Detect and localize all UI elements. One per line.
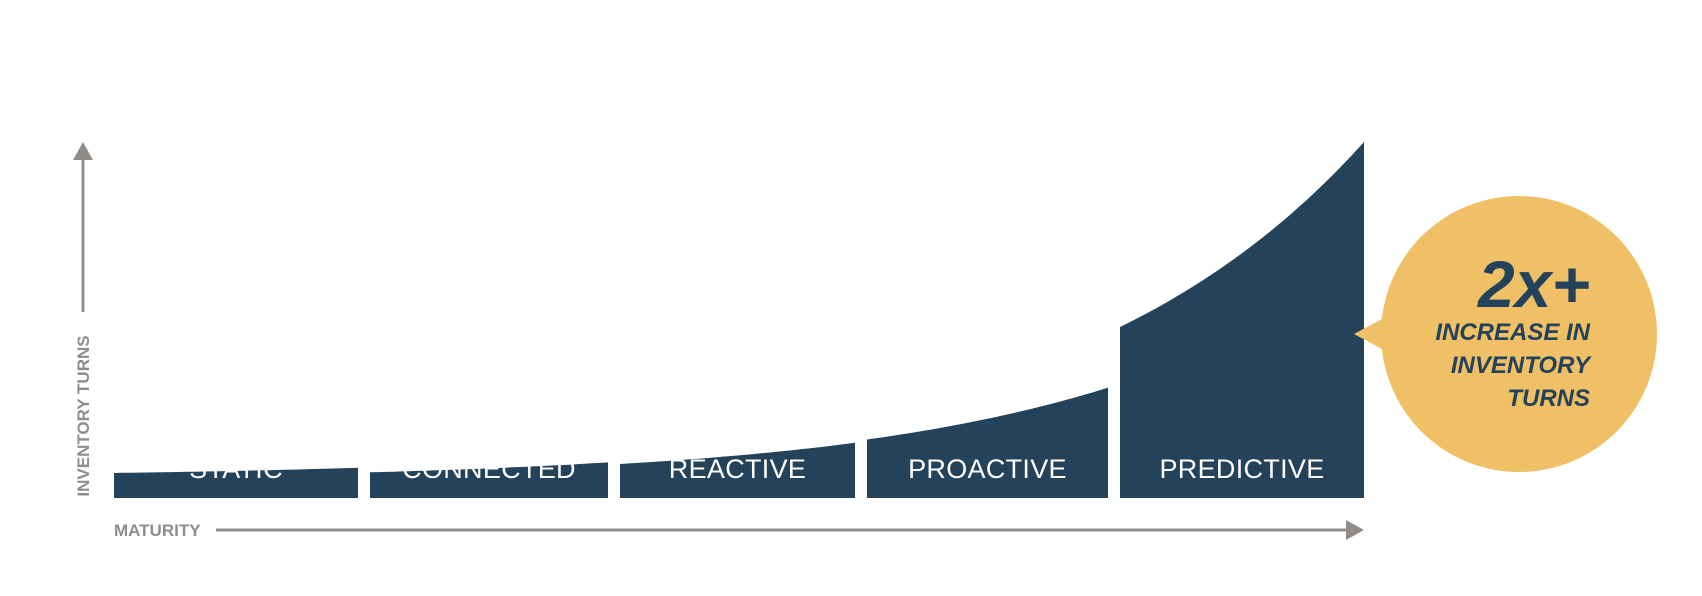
stage-label-predictive: PREDICTIVE (1159, 454, 1324, 484)
callout-line-1: INCREASE IN (1435, 319, 1590, 346)
stage-label-connected: CONNECTED (402, 454, 576, 484)
stage-label-reactive: REACTIVE (669, 454, 806, 484)
stage-bar-reactive (620, 442, 855, 498)
stage-bar-connected (370, 462, 608, 498)
stage-bar-predictive (1120, 142, 1364, 498)
callout-line-2: INVENTORY (1451, 352, 1592, 379)
stage-label-proactive: PROACTIVE (908, 454, 1067, 484)
x-axis: MATURITY (114, 520, 1364, 540)
stage-bar-static (114, 467, 358, 498)
y-axis: INVENTORY TURNS (73, 142, 93, 497)
x-axis-label: MATURITY (114, 521, 201, 540)
stage-label-static: STATIC (189, 454, 283, 484)
stage-bars: STATIC CONNECTED REACTIVE PROACTIVE PREDICTI… (114, 142, 1364, 498)
y-axis-label: INVENTORY TURNS (74, 335, 93, 496)
stage-bar-proactive (867, 387, 1108, 498)
callout-value: 2x+ (1476, 247, 1590, 321)
x-axis-arrowhead (1346, 520, 1364, 540)
callout-circle (1381, 196, 1657, 472)
callout-line-3: TURNS (1507, 385, 1590, 412)
y-axis-arrowhead (73, 142, 93, 160)
callout-pointer (1354, 312, 1395, 356)
callout: 2x+ INCREASE IN INVENTORY TURNS (1354, 196, 1657, 472)
